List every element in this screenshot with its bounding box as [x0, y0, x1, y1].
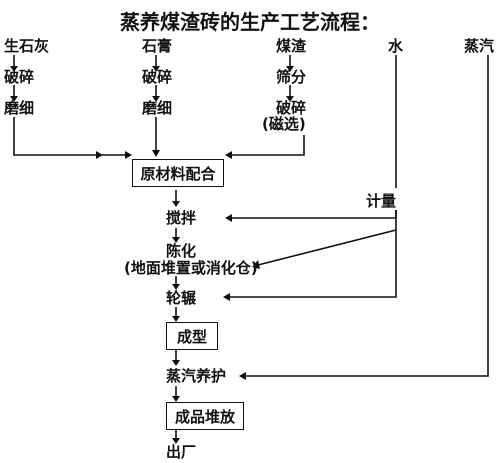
arrowhead-water-roll	[223, 293, 230, 301]
arrowhead-slag-1	[286, 66, 294, 72]
label-cure: 蒸汽养护	[166, 367, 227, 385]
label-water: 水	[388, 37, 404, 55]
label-lime: 生石灰	[4, 37, 50, 55]
label-exit: 出厂	[166, 443, 197, 461]
box-mold: 成型	[166, 322, 218, 350]
label-metering: 计量	[366, 192, 397, 210]
box-product-stack: 成品堆放	[166, 402, 244, 430]
arrowhead-lime-1	[10, 66, 18, 72]
line-water-to-aging	[257, 229, 397, 266]
arrowhead-lime-2	[10, 96, 18, 102]
arrowhead-water-stir	[225, 214, 232, 222]
label-gypsum-crush: 破碎	[142, 68, 173, 86]
label-gypsum: 石膏	[142, 37, 173, 55]
diagram-title: 蒸养煤渣砖的生产工艺流程：	[120, 10, 380, 34]
line-lime-to-mix	[13, 117, 125, 156]
label-aging: 陈化	[166, 242, 197, 260]
label-lime-grind: 磨细	[4, 99, 35, 117]
label-gypsum-grind: 磨细	[142, 99, 173, 117]
line-water-to-roll	[230, 210, 397, 298]
arrowhead-steam-cure	[239, 372, 246, 380]
arrowhead-gypsum-2	[152, 96, 160, 102]
arrowhead-slag-mix	[225, 151, 232, 159]
label-aging-note: (地面堆置或消化仓)	[124, 259, 258, 277]
line-slag-to-mix	[232, 135, 305, 156]
arrowhead-gypsum-1	[152, 66, 160, 72]
label-slag: 煤渣	[276, 37, 307, 55]
arrowhead-stir-aging	[172, 237, 180, 243]
box-raw-material-mix: 原材料配合	[132, 159, 224, 187]
label-steam: 蒸汽	[464, 37, 495, 55]
label-slag-screen: 筛分	[276, 68, 307, 86]
arrowhead-lime-mix	[125, 151, 132, 159]
line-water-to-stir	[232, 210, 397, 219]
arrowhead-water-aging	[252, 260, 260, 269]
arrowhead-aging-roll	[172, 284, 180, 290]
label-stir: 搅拌	[166, 209, 197, 227]
line-steam-to-cure	[246, 55, 489, 377]
arrowhead-mix-stir	[172, 201, 180, 207]
label-lime-crush: 破碎	[4, 68, 35, 86]
arrowhead-gypsum-mix	[152, 150, 160, 157]
arrowhead-stack-exit	[172, 438, 180, 444]
arrowhead-lime-mid	[96, 151, 103, 159]
label-slag-crush: 破碎	[276, 99, 307, 117]
label-roll: 轮辗	[166, 289, 197, 307]
arrowhead-slag-2	[286, 96, 294, 102]
label-slag-magnetic: (磁选)	[262, 115, 306, 133]
arrowhead-cure-stack	[172, 396, 180, 402]
arrowhead-mold-cure	[172, 360, 180, 366]
arrowhead-roll-mold	[172, 316, 180, 322]
